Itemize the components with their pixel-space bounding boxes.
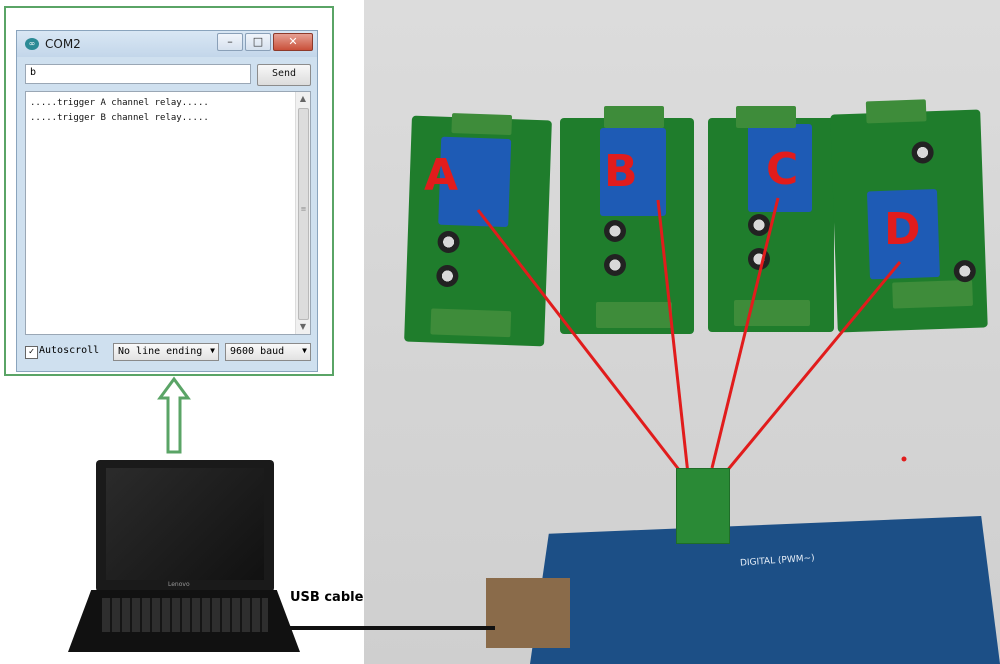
relay-board-c [708, 106, 834, 332]
scroll-down-icon[interactable]: ▼ [299, 322, 307, 331]
serial-input[interactable]: b [25, 64, 251, 84]
scroll-thumb[interactable]: ≡ [298, 108, 309, 320]
minimize-button[interactable]: – [217, 33, 243, 51]
vertical-scrollbar[interactable]: ▲ ≡ ▼ [295, 92, 310, 334]
laptop-lid: Lenovo [96, 460, 274, 592]
line-ending-select[interactable]: No line ending ▼ [113, 343, 219, 361]
chevron-down-icon: ▼ [302, 346, 307, 355]
scroll-up-icon[interactable]: ▲ [299, 94, 307, 103]
usb-connector [486, 578, 570, 648]
rf-transmitter-module [676, 468, 730, 544]
baud-rate-select[interactable]: 9600 baud ▼ [225, 343, 311, 361]
laptop-screen [106, 468, 264, 580]
terminal-block [604, 106, 664, 128]
send-row: b Send [25, 64, 311, 86]
laptop-keys [102, 598, 268, 632]
hardware-photo: A B C D DIGITAL (PWM~) [364, 0, 1000, 664]
grip-icon: ≡ [300, 205, 307, 213]
channel-label-c: C [766, 144, 799, 195]
window-controls: – □ ✕ [217, 33, 313, 51]
capacitor [604, 220, 626, 242]
capacitor [604, 254, 626, 276]
output-line: .....trigger A channel relay..... [30, 98, 209, 108]
relay-board-b [560, 106, 694, 334]
arduino-icon: ∞ [25, 38, 39, 50]
relay-module [748, 124, 812, 212]
laptop-image: Lenovo [68, 460, 300, 655]
channel-label-a: A [424, 150, 459, 201]
channel-label-d: D [884, 204, 921, 255]
channel-label-b: B [604, 146, 638, 197]
terminal-block [596, 302, 672, 328]
arduino-board [530, 516, 1000, 664]
baud-rate-value: 9600 baud [230, 346, 285, 357]
relay-module [600, 128, 666, 216]
title-bar: ∞ COM2 – □ ✕ [17, 31, 317, 57]
autoscroll-label: Autoscroll [39, 345, 100, 356]
terminal-block [736, 106, 796, 128]
laptop-brand: Lenovo [168, 581, 190, 588]
up-arrow-icon [157, 376, 191, 454]
window-title: COM2 [45, 37, 81, 51]
output-line: .....trigger B channel relay..... [30, 113, 209, 123]
output-lines: .....trigger A channel relay..... .....t… [30, 96, 209, 126]
maximize-button[interactable]: □ [245, 33, 271, 51]
serial-output: .....trigger A channel relay..... .....t… [25, 91, 311, 335]
chevron-down-icon: ▼ [210, 346, 215, 355]
serial-monitor-window: ∞ COM2 – □ ✕ b Send .....trigger A chann… [16, 30, 318, 372]
serial-monitor-frame: ∞ COM2 – □ ✕ b Send .....trigger A chann… [4, 6, 334, 376]
capacitor [748, 214, 770, 236]
usb-cable [285, 626, 495, 630]
line-ending-value: No line ending [118, 346, 203, 357]
monitor-options-bar: ✓ Autoscroll No line ending ▼ 9600 baud … [25, 342, 311, 364]
usb-cable-label: USB cable [290, 590, 364, 605]
send-button[interactable]: Send [257, 64, 311, 86]
autoscroll-checkbox[interactable]: ✓ [25, 346, 38, 359]
close-button[interactable]: ✕ [273, 33, 313, 51]
